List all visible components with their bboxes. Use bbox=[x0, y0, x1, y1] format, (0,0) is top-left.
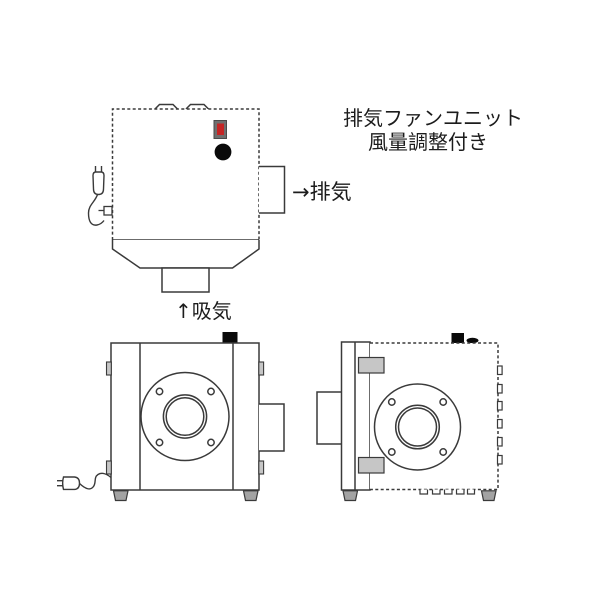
side-top-latch bbox=[466, 337, 479, 344]
front-exhaust-duct bbox=[259, 403, 285, 452]
power-inlet bbox=[103, 205, 113, 216]
bolt-hole bbox=[207, 387, 215, 396]
exhaust-label: →排気 bbox=[292, 180, 352, 204]
clip-left-bottom bbox=[105, 460, 112, 475]
intake-label: ↑吸気 bbox=[175, 299, 232, 323]
clip-right-top bbox=[258, 361, 265, 376]
top-view-drawing bbox=[87, 103, 286, 293]
latch-top bbox=[357, 356, 385, 374]
side-body-outline bbox=[370, 342, 499, 491]
top-tab-right bbox=[185, 103, 210, 110]
airflow-knob bbox=[214, 143, 232, 161]
side-flange bbox=[373, 383, 462, 471]
intake-duct bbox=[161, 267, 210, 293]
intake-hopper bbox=[111, 240, 260, 269]
product-title-line2: 風量調整付き bbox=[368, 130, 488, 154]
front-view-drawing bbox=[57, 332, 285, 502]
bolt-hole bbox=[439, 398, 448, 406]
front-body bbox=[110, 342, 260, 491]
front-flange bbox=[140, 371, 230, 462]
hinge-bumps-right bbox=[496, 365, 503, 465]
power-cord-front bbox=[79, 472, 112, 490]
side-view-drawing bbox=[316, 333, 503, 502]
side-intake-duct bbox=[316, 391, 342, 445]
bolt-hole bbox=[387, 448, 396, 456]
foot bbox=[242, 490, 259, 502]
product-title-line1: 排気ファンユニット bbox=[343, 106, 523, 130]
latch-bottom bbox=[357, 456, 385, 474]
bottom-bumps bbox=[419, 489, 476, 495]
handle-knob bbox=[222, 332, 238, 343]
bolt-hole bbox=[155, 387, 164, 396]
bolt-hole bbox=[207, 438, 215, 447]
power-plug-icon-front bbox=[57, 476, 81, 491]
bolt-hole bbox=[155, 438, 164, 447]
power-switch-red bbox=[217, 123, 224, 135]
exhaust-duct bbox=[259, 165, 286, 214]
bolt-hole bbox=[439, 448, 448, 456]
power-plug-icon bbox=[92, 166, 105, 196]
power-cord bbox=[87, 194, 105, 226]
top-view-body-fill bbox=[112, 109, 259, 240]
foot bbox=[480, 490, 497, 502]
bolt-hole bbox=[387, 398, 396, 406]
top-tab-left bbox=[154, 103, 179, 110]
side-top-knob bbox=[451, 333, 464, 343]
foot bbox=[342, 490, 359, 502]
clip-left-top bbox=[105, 361, 112, 376]
clip-right-bottom bbox=[258, 460, 265, 475]
foot bbox=[112, 490, 129, 502]
